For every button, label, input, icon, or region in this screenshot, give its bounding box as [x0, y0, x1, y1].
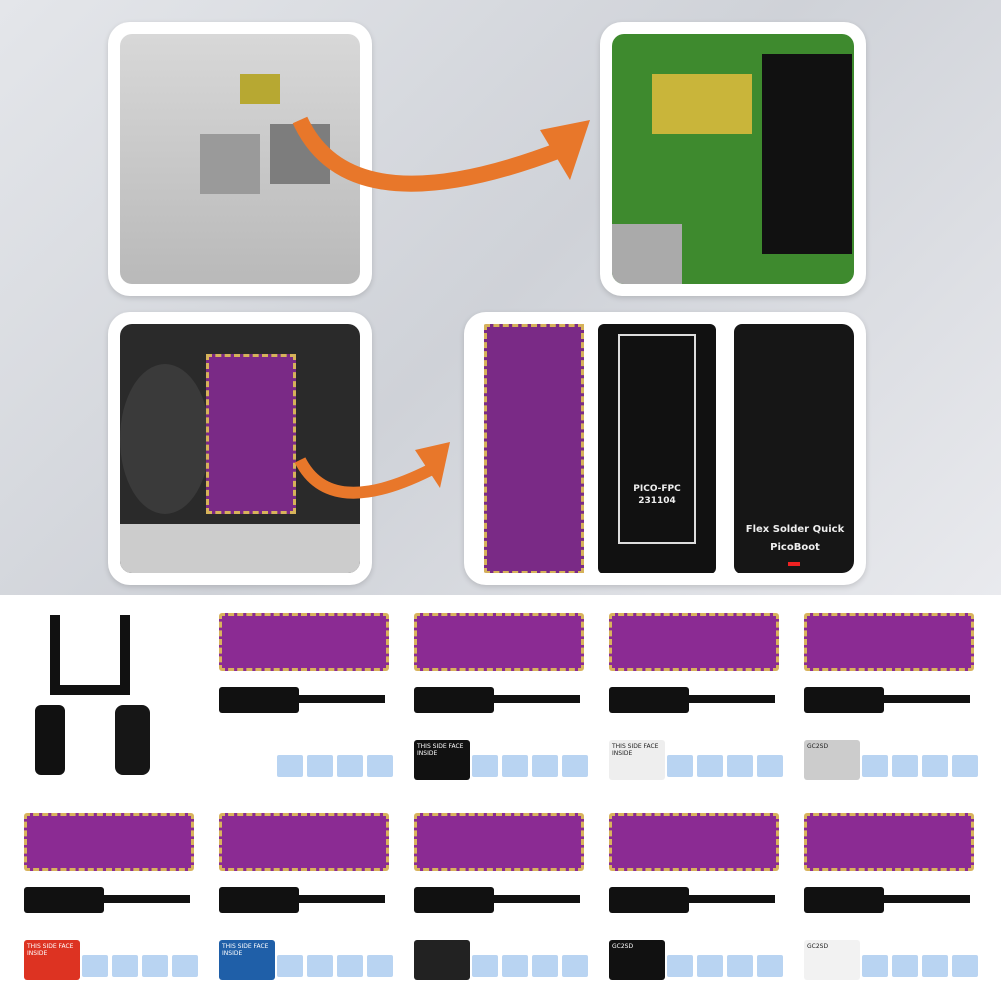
blue-card: THIS SIDE FACE INSIDE: [219, 940, 275, 980]
kit-variant: GC2SD: [800, 805, 980, 990]
pico-board: [219, 613, 389, 671]
white-gc2sd: GC2SD: [804, 940, 860, 980]
thermal-pad: [562, 755, 588, 777]
flex-tail: [490, 695, 580, 703]
thermal-pad: [697, 755, 723, 777]
thermal-pad: [697, 955, 723, 977]
solder-point-closeup-image: [612, 34, 854, 284]
flex-cable: [414, 687, 494, 713]
flex-cable: [219, 887, 299, 913]
fpc-model-label: PICO-FPC: [633, 484, 681, 494]
thermal-pad: [337, 755, 363, 777]
thermal-pad: [367, 955, 393, 977]
black-adapter: [414, 940, 470, 980]
kit-variant: [215, 605, 395, 790]
thermal-pad: [727, 755, 753, 777]
flex-tail: [490, 895, 580, 903]
thermal-pad: [952, 755, 978, 777]
thermal-pad: [952, 955, 978, 977]
flex-tail: [685, 895, 775, 903]
thermal-pad: [532, 955, 558, 977]
flex-cable-only: [20, 610, 180, 790]
thermal-pad: [307, 955, 333, 977]
flex-tail: [880, 695, 970, 703]
kit-variant: THIS SIDE FACE INSIDE: [410, 605, 590, 790]
kit-variant: [410, 805, 590, 990]
thermal-pad: [472, 755, 498, 777]
thermal-pad: [502, 955, 528, 977]
pico-board: [414, 813, 584, 871]
closeup-photo-frame: [600, 22, 866, 296]
pico-board: [609, 813, 779, 871]
thermal-pad: [367, 755, 393, 777]
white-card: THIS SIDE FACE INSIDE: [609, 740, 665, 780]
thermal-pad: [892, 755, 918, 777]
thermal-pad: [277, 955, 303, 977]
thermal-pad: [277, 755, 303, 777]
installed-photo-frame: [108, 312, 372, 585]
picoboot-cover: Flex Solder Quick PicoBoot: [734, 324, 854, 573]
flex-cable: [219, 687, 299, 713]
thermal-pad: [502, 755, 528, 777]
kit-variant: THIS SIDE FACE INSIDE: [20, 805, 200, 990]
cover-line1: Flex Solder Quick: [745, 524, 845, 535]
red-card: THIS SIDE FACE INSIDE: [24, 940, 80, 980]
pico-board: [219, 813, 389, 871]
flex-cable: [24, 887, 104, 913]
pico-fpc-board: PICO-FPC 231104: [598, 324, 716, 573]
kit-variant: THIS SIDE FACE INSIDE: [605, 605, 785, 790]
thermal-pad: [562, 955, 588, 977]
thermal-pad: [172, 955, 198, 977]
kit-variant: GC2SD: [800, 605, 980, 790]
thermal-pad: [922, 955, 948, 977]
thermal-pad: [82, 955, 108, 977]
thermal-pad: [142, 955, 168, 977]
flex-cable: [804, 887, 884, 913]
kit-variant: GC2SD: [605, 805, 785, 990]
fpc-code-label: 231104: [638, 496, 676, 506]
thermal-pad: [892, 955, 918, 977]
kit-components-image: PICO-FPC 231104 Flex Solder Quick PicoBo…: [476, 324, 854, 573]
thermal-pad: [862, 955, 888, 977]
thermal-pad: [667, 955, 693, 977]
flex-cable: [414, 887, 494, 913]
arrow-icon: [292, 116, 590, 192]
clear-gc2sd: GC2SD: [804, 740, 860, 780]
thermal-pad: [307, 755, 333, 777]
flex-tail: [295, 695, 385, 703]
kit-variant: THIS SIDE FACE INSIDE: [215, 805, 395, 990]
thermal-pad: [727, 955, 753, 977]
flex-cable: [609, 687, 689, 713]
thermal-pad: [112, 955, 138, 977]
flex-cable: [609, 887, 689, 913]
arrow-icon: [294, 442, 450, 499]
thermal-pad: [757, 955, 783, 977]
flex-cable: [804, 687, 884, 713]
kit-photo-frame: PICO-FPC 231104 Flex Solder Quick PicoBo…: [464, 312, 866, 585]
cover-line2: PicoBoot: [770, 542, 820, 553]
thermal-pad: [472, 955, 498, 977]
flex-tail: [685, 695, 775, 703]
pico-board: [414, 613, 584, 671]
flex-tail: [100, 895, 190, 903]
pico-board: [804, 613, 974, 671]
black-gc2sd: GC2SD: [609, 940, 665, 980]
pico-board: [804, 813, 974, 871]
pico-board: [24, 813, 194, 871]
pico-board: [609, 613, 779, 671]
installed-pico-image: [120, 324, 360, 573]
thermal-pad: [667, 755, 693, 777]
thermal-pad: [862, 755, 888, 777]
thermal-pad: [337, 955, 363, 977]
flex-tail: [880, 895, 970, 903]
flex-tail: [295, 895, 385, 903]
black-card: THIS SIDE FACE INSIDE: [414, 740, 470, 780]
thermal-pad: [757, 755, 783, 777]
thermal-pad: [922, 755, 948, 777]
hero-background: PICO-FPC 231104 Flex Solder Quick PicoBo…: [0, 0, 1001, 595]
thermal-pad: [532, 755, 558, 777]
